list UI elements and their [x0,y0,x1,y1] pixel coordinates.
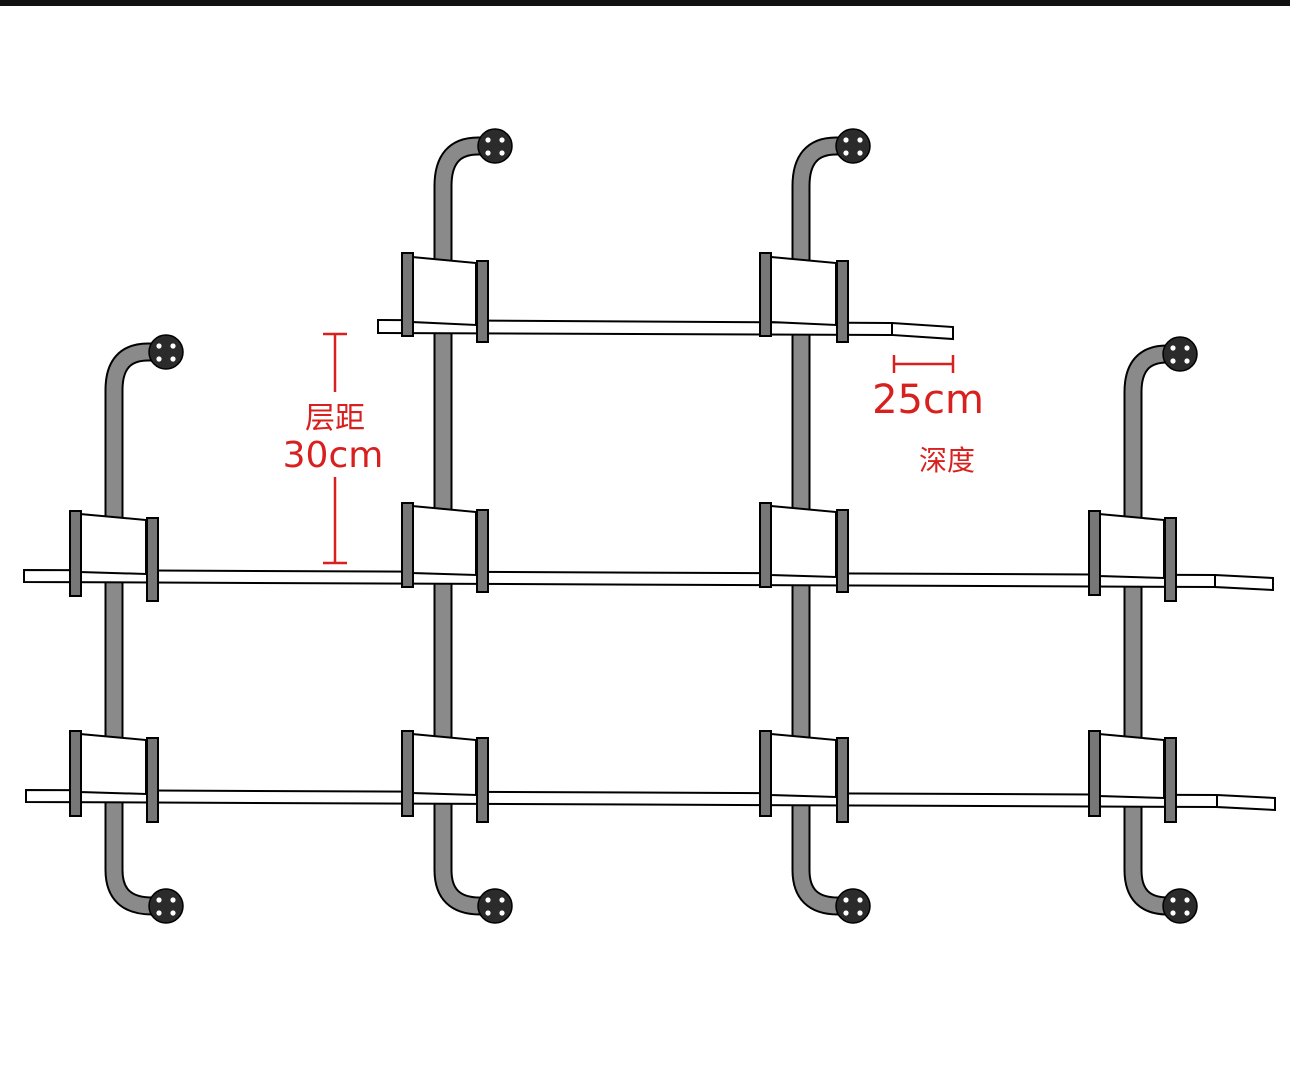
depth-label: 深度 [919,444,975,477]
shelf-boards [23,318,1276,812]
bracket [759,502,849,593]
flange-left-bottom [148,888,184,924]
shelf-bottom [25,788,1218,809]
top-border [0,0,1290,6]
flange-col3-bottom [835,888,871,924]
bracket [1088,510,1177,602]
shelf-spacing-label: 层距 [305,401,365,436]
bracket [401,252,489,343]
depth-value: 25cm [872,377,984,423]
bracket [759,252,849,343]
flange-col3-top [835,128,871,164]
bracket [759,730,849,823]
bracket [69,510,159,602]
bracket [69,730,159,823]
shelf-spacing-value: 30cm [283,435,384,476]
flange-left-top [148,334,184,370]
flange-col2-bottom [477,888,513,924]
bracket [1088,730,1177,823]
pipes [104,136,1180,916]
flange-right-bottom [1162,888,1198,924]
depth-dimension [892,355,955,373]
flange-col2-top [477,128,513,164]
bracket [401,730,489,823]
shelf-middle [23,568,1216,589]
shelf-brackets [69,252,1177,823]
flange-right-top [1162,336,1198,372]
shelf-spacing-dimension [323,332,347,565]
bracket [401,502,489,593]
